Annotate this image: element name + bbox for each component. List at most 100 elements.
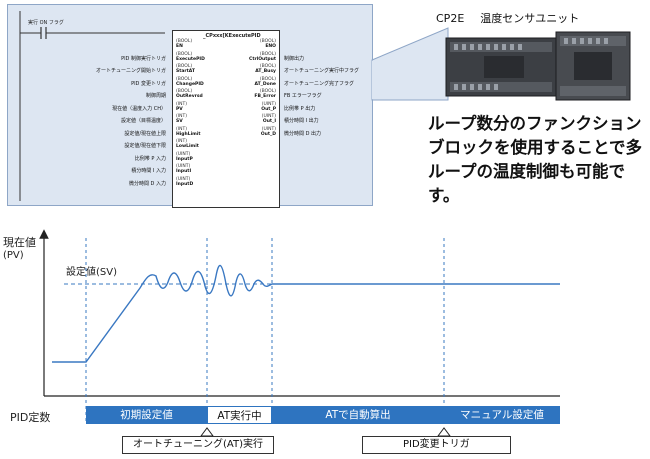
plc-device-image xyxy=(445,31,631,101)
at-trigger-label: オートチューニング(AT)実行 xyxy=(122,436,274,454)
ladder-wiring xyxy=(19,11,165,201)
y-axis-unit: (PV) xyxy=(3,250,24,261)
pid-constant-label: PID定数 xyxy=(10,411,51,424)
pin-name: ChangePID xyxy=(176,81,204,87)
segment-manual: マニュアル設定値 xyxy=(444,406,560,424)
pin-name: PV xyxy=(176,106,183,112)
pin-type: (INT) xyxy=(176,126,187,132)
output-label: 積分時間 I 出力 xyxy=(284,118,319,124)
pin-name: AT_Busy xyxy=(255,69,276,74)
fb-output-pin: (UINT)Out_P xyxy=(261,102,276,112)
pin-type: (UINT) xyxy=(176,151,191,157)
fb-input-pin: (BOOL)ChangePID xyxy=(176,77,204,87)
pin-name: FB_Error xyxy=(254,94,276,99)
pin-type: (INT) xyxy=(176,114,187,119)
fb-input-pin: (INT)LowLimit xyxy=(176,139,199,149)
input-label: PID 変更トリガ xyxy=(131,80,166,87)
caption-text: ループ数分のファンクションブロックを使用することで多ループの温度制御も可能です。 xyxy=(428,114,643,205)
pin-type: (BOOL) xyxy=(259,89,276,94)
pin-name: EN xyxy=(176,44,183,49)
pin-type: (INT) xyxy=(176,139,187,144)
sv-label: 設定値(SV) xyxy=(66,267,117,278)
fb-input-pin: (BOOL)StartAT xyxy=(176,64,195,74)
fb-output-pin: (BOOL)FB_Error xyxy=(254,89,276,99)
pin-type: (INT) xyxy=(176,101,187,107)
pin-type: (BOOL) xyxy=(176,51,193,57)
output-label: 微分時間 D 出力 xyxy=(284,130,322,137)
input-label: PID 制御実行トリガ xyxy=(121,55,166,62)
input-label: 設定値/現在値下限 xyxy=(124,143,166,149)
pin-name: Out_I xyxy=(262,119,276,124)
fb-input-pin: (UINT)InputD xyxy=(176,177,193,187)
input-label: 微分時間 D 入力 xyxy=(128,180,166,187)
input-label: 設定値/現在値上限 xyxy=(124,130,166,137)
pin-type: (UINT) xyxy=(176,176,191,182)
device-unit: 温度センサユニット xyxy=(480,12,580,25)
device-model: CP2E xyxy=(436,12,465,25)
segment-at-calculated: ATで自動算出 xyxy=(272,406,444,424)
pin-type: (BOOL) xyxy=(259,76,276,82)
pin-name: LowLimit xyxy=(176,144,199,149)
pin-name: StartAT xyxy=(176,69,196,74)
pv-curve xyxy=(52,264,560,363)
fb-input-pin: (INT)HighLimit xyxy=(176,127,201,137)
execute-contact-label: 実行 ON フラグ xyxy=(28,20,64,26)
pid-trigger-arrow xyxy=(437,427,451,437)
pin-name: Out_D xyxy=(260,131,276,137)
segment-at-running: AT実行中 xyxy=(207,406,272,424)
pin-type: (BOOL) xyxy=(259,51,276,57)
fb-output-pin: (BOOL)ENO xyxy=(260,39,276,49)
callout-wedge xyxy=(371,27,449,101)
pin-type: (BOOL) xyxy=(176,39,193,44)
pin-type: (UINT) xyxy=(261,101,276,107)
fb-output-pin: (UINT)Out_I xyxy=(262,114,276,124)
pin-name: AT_Done xyxy=(254,81,276,87)
ladder-diagram-panel: 実行 ON フラグ PID 制御実行トリガオートチューニング開始トリガ PID 変… xyxy=(7,4,373,208)
pin-name: CtrlOutput xyxy=(249,56,276,62)
pin-name: ENO xyxy=(265,44,276,49)
fb-output-pin: (BOOL)AT_Busy xyxy=(255,64,276,74)
pin-type: (BOOL) xyxy=(259,39,276,44)
fb-input-pin: (UINT)InputI xyxy=(176,164,191,174)
function-block[interactable]: _CPxxx[KExecutePID (BOOL)EN(BOOL)Execute… xyxy=(172,30,280,208)
fb-output-pin: (BOOL)CtrlOutput xyxy=(249,52,276,62)
pin-type: (BOOL) xyxy=(176,76,193,82)
pin-type: (UINT) xyxy=(261,114,276,119)
fb-input-pin: (INT)SV xyxy=(176,114,187,124)
fb-input-pin: (BOOL)EN xyxy=(176,39,192,49)
fb-input-pin: (INT)PV xyxy=(176,102,187,112)
function-block-title: _CPxxx[KExecutePID xyxy=(203,33,261,39)
input-label: 積分時間 I 入力 xyxy=(131,168,166,174)
pin-name: Out_P xyxy=(261,106,276,112)
pin-type: (BOOL) xyxy=(176,89,193,94)
pin-name: InputI xyxy=(176,169,192,174)
output-label: 制御出力 xyxy=(284,55,305,62)
fb-output-pin: (UINT)Out_D xyxy=(261,127,276,137)
pid-trigger-label: PID変更トリガ xyxy=(362,436,511,454)
input-label: 比例帯 P 入力 xyxy=(134,155,166,162)
input-label: 設定値（目標温度） xyxy=(120,118,166,124)
input-label: 制御周期 xyxy=(145,93,166,99)
output-label: オートチューニング実行中フラグ xyxy=(284,68,360,74)
device-title: CP2E 温度センサユニット xyxy=(436,10,595,26)
input-label: 現在値（温度入力 CH） xyxy=(112,105,166,112)
output-label: 比例帯 P 出力 xyxy=(284,105,316,112)
pin-type: (UINT) xyxy=(176,164,191,169)
fb-input-pin: (BOOL)ExecutePID xyxy=(176,52,205,62)
output-label: オートチューニング完了フラグ xyxy=(284,80,355,87)
at-trigger-arrow xyxy=(200,427,214,437)
pin-name: InputD xyxy=(176,181,194,187)
pin-name: ExecutePID xyxy=(176,56,205,62)
y-axis-label: 現在値 xyxy=(3,236,36,249)
pin-type: (BOOL) xyxy=(259,64,276,69)
pin-type: (BOOL) xyxy=(176,64,193,69)
output-label: FB エラーフラグ xyxy=(284,93,322,99)
segment-initial: 初期設定値 xyxy=(86,406,207,424)
input-label: オートチューニング開始トリガ xyxy=(95,68,166,74)
fb-input-pin: (BOOL)OutRevrsd xyxy=(176,89,203,99)
fb-output-pin: (BOOL)AT_Done xyxy=(254,77,276,87)
pin-name: HighLimit xyxy=(176,131,201,137)
fb-input-pin: (UINT)InputP xyxy=(176,152,193,162)
pin-name: InputP xyxy=(176,156,193,162)
